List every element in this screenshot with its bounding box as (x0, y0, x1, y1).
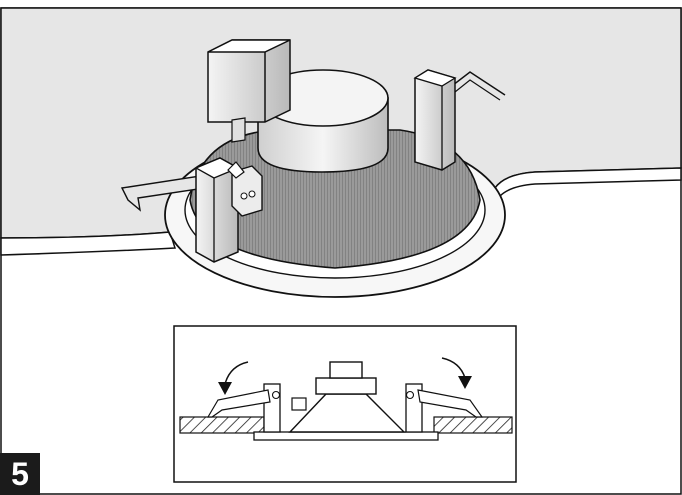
terminal-screw-icon (240, 192, 248, 200)
inset-magnet (315, 377, 377, 395)
mounting-clamp-rear-right (413, 69, 506, 171)
rotate-right-arrow-icon (441, 357, 466, 379)
mounting-clamp-front-left (120, 157, 240, 263)
step-number-badge: 5 (0, 453, 40, 495)
rotate-left-arrow-icon (224, 361, 249, 385)
inset-ceiling-right (433, 416, 513, 434)
mounting-clamp-rear-left (207, 39, 291, 143)
cross-section-inset (173, 325, 517, 483)
inset-trim (253, 431, 439, 441)
terminal-block (227, 161, 263, 217)
terminal-screw-icon (248, 190, 256, 198)
inset-ceiling-left (179, 416, 265, 434)
ceiling-edge (0, 231, 177, 256)
